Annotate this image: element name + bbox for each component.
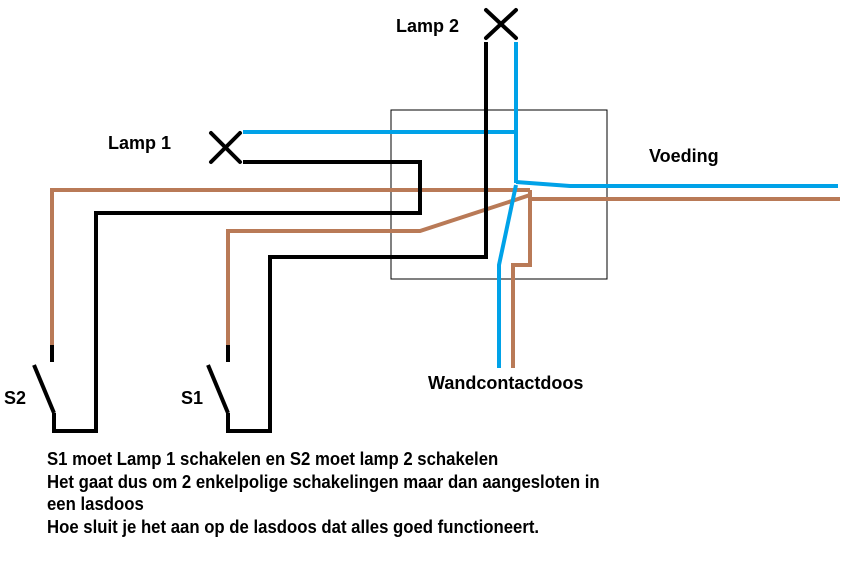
phase-wire-socket: [511, 190, 532, 368]
instruction-note: S1 moet Lamp 1 schakelen en S2 moet lamp…: [47, 448, 717, 538]
junction-box: [390, 109, 608, 280]
note-line: Het gaat dus om 2 enkelpolige schakeling…: [47, 471, 600, 492]
note-line: een lasdoos: [47, 494, 144, 514]
switch-s1-icon: [206, 345, 230, 414]
neutral-wire-socket: [497, 184, 518, 368]
neutral-wire-voeding: [515, 180, 838, 188]
phase-wire-s1: [226, 193, 531, 345]
switch-s2-icon: [32, 345, 56, 414]
s1-label: S1: [181, 388, 203, 408]
lamp1-icon: [209, 131, 242, 164]
switched-wires: [52, 42, 488, 433]
lamp2-label: Lamp 2: [396, 16, 459, 36]
lamp2-icon: [484, 8, 518, 40]
switched-wire-lamp1: [52, 160, 422, 433]
note-line: S1 moet Lamp 1 schakelen en S2 moet lamp…: [47, 449, 499, 469]
s2-label: S2: [4, 388, 26, 408]
neutral-wires: [243, 42, 838, 368]
voeding-label: Voeding: [649, 146, 719, 166]
phase-wire-s2: [50, 188, 530, 345]
switched-wire-lamp2: [226, 42, 488, 433]
note-line: Hoe sluit je het aan op de lasdoos dat a…: [47, 516, 540, 537]
wandcontactdoos-label: Wandcontactdoos: [428, 373, 583, 393]
phase-wires: [50, 188, 840, 368]
lamp1-label: Lamp 1: [108, 133, 171, 153]
